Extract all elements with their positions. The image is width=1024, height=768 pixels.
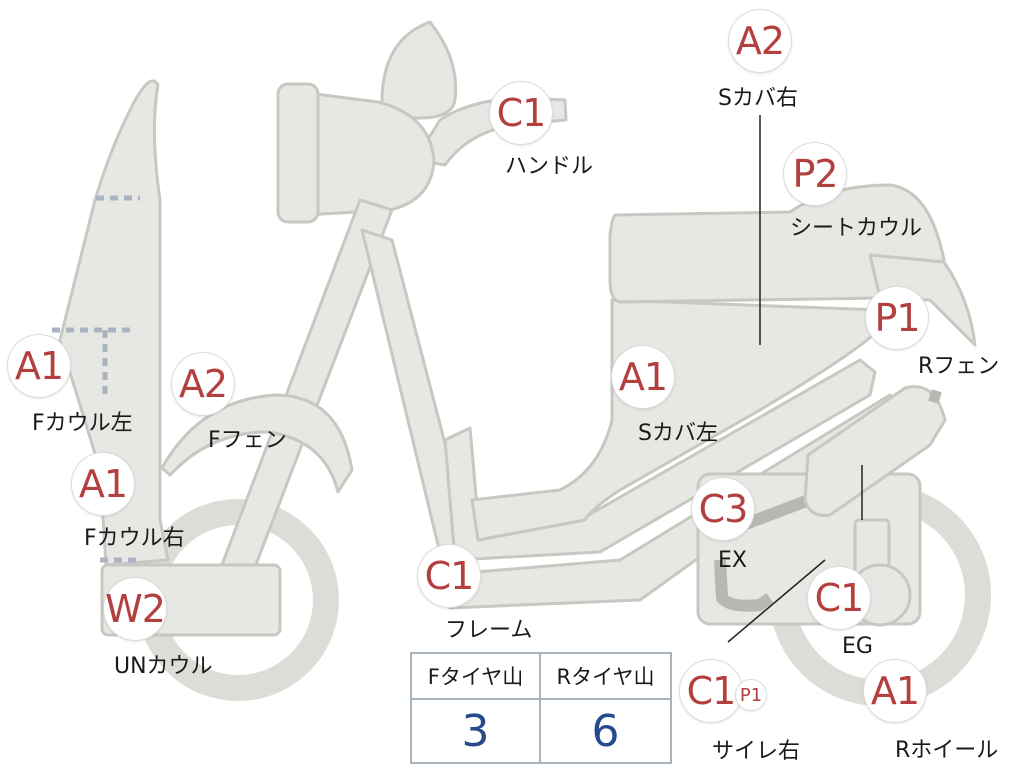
part-label: シートカウル — [790, 216, 923, 241]
part-label: Fフェン — [208, 428, 287, 453]
part-label: Sカバ右 — [718, 86, 798, 111]
part-code-badge: A2 — [172, 353, 234, 415]
front-fork — [218, 198, 394, 582]
part-label: Fカウル右 — [84, 526, 185, 551]
rear-tire-header: Rタイヤ山 — [541, 654, 670, 700]
leader-line-silencer — [727, 559, 826, 643]
muffler-tip — [928, 389, 942, 404]
part-code-badge: A1 — [72, 453, 134, 515]
seat — [608, 183, 946, 304]
part-label: ハンドル — [505, 154, 594, 179]
headlight-housing — [298, 90, 436, 217]
part-code-badge: P2 — [784, 143, 846, 205]
part-label: Rホイール — [895, 738, 999, 763]
front-tire-value: 3 — [412, 700, 541, 762]
part-code-badge: A1 — [864, 660, 926, 722]
part-code-badge: A1 — [8, 335, 70, 397]
seat-cowl-tail — [868, 253, 977, 347]
part-code-badge: C1 — [680, 660, 742, 722]
front-cowl — [58, 79, 170, 567]
headlight — [276, 82, 320, 224]
part-label: サイレ右 — [712, 739, 801, 764]
part-label: Sカバ左 — [638, 421, 718, 446]
part-code-badge: C1 — [418, 545, 480, 607]
front-tire-header: Fタイヤ山 — [412, 654, 541, 700]
floor-frame — [443, 358, 877, 562]
part-code-badge: P1 — [866, 287, 928, 349]
part-label: EG — [842, 634, 873, 659]
part-code-badge: A1 — [612, 346, 674, 408]
tire-tread-table: Fタイヤ山 Rタイヤ山 3 6 — [410, 652, 672, 764]
part-label: Rフェン — [918, 354, 1000, 379]
part-code-badge: A2 — [729, 10, 791, 72]
part-label: UNカウル — [114, 654, 213, 679]
part-label: フレーム — [445, 618, 533, 643]
exhaust-pipe — [714, 559, 774, 612]
front-fender — [160, 393, 354, 494]
part-label: Fカウル左 — [32, 411, 133, 436]
mirror — [380, 20, 458, 120]
part-code-badge: C1 — [808, 567, 870, 629]
rear-tire-value: 6 — [591, 705, 620, 757]
part-code-badge: C3 — [692, 478, 754, 540]
side-cover — [470, 298, 882, 542]
part-label: EX — [718, 548, 747, 573]
part-code-badge: W2 — [104, 578, 166, 640]
part-code-badge: C1 — [490, 82, 552, 144]
part-code-badge-small: P1 — [736, 680, 766, 710]
muffler — [803, 385, 947, 517]
